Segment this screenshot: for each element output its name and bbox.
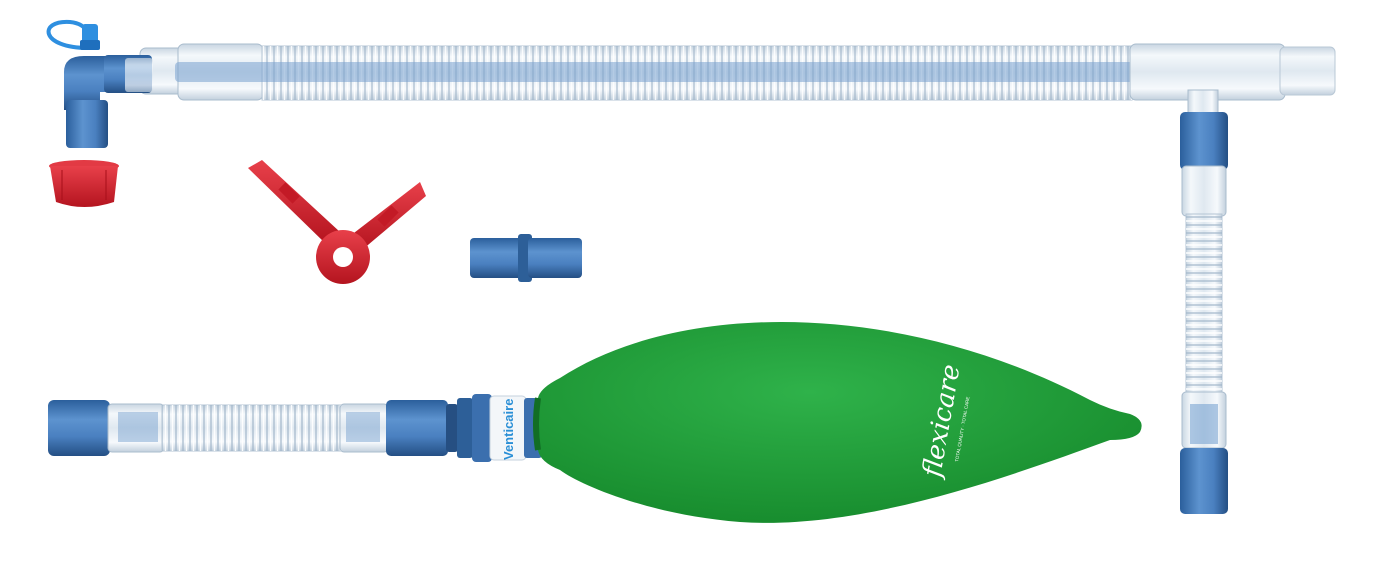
red-key	[248, 160, 426, 284]
blue-adapter	[470, 234, 582, 282]
elbow-port-with-cap	[46, 19, 153, 148]
bag-limb-tube: Venticaire	[48, 394, 542, 462]
vertical-extension-tube	[1180, 112, 1228, 514]
main-corrugated-tube	[139, 43, 1336, 117]
filter-label: Venticaire	[501, 399, 516, 460]
red-cap	[49, 160, 119, 207]
reservoir-bag: flexicare TOTAL QUALITY · TOTAL CARE	[533, 321, 1142, 523]
